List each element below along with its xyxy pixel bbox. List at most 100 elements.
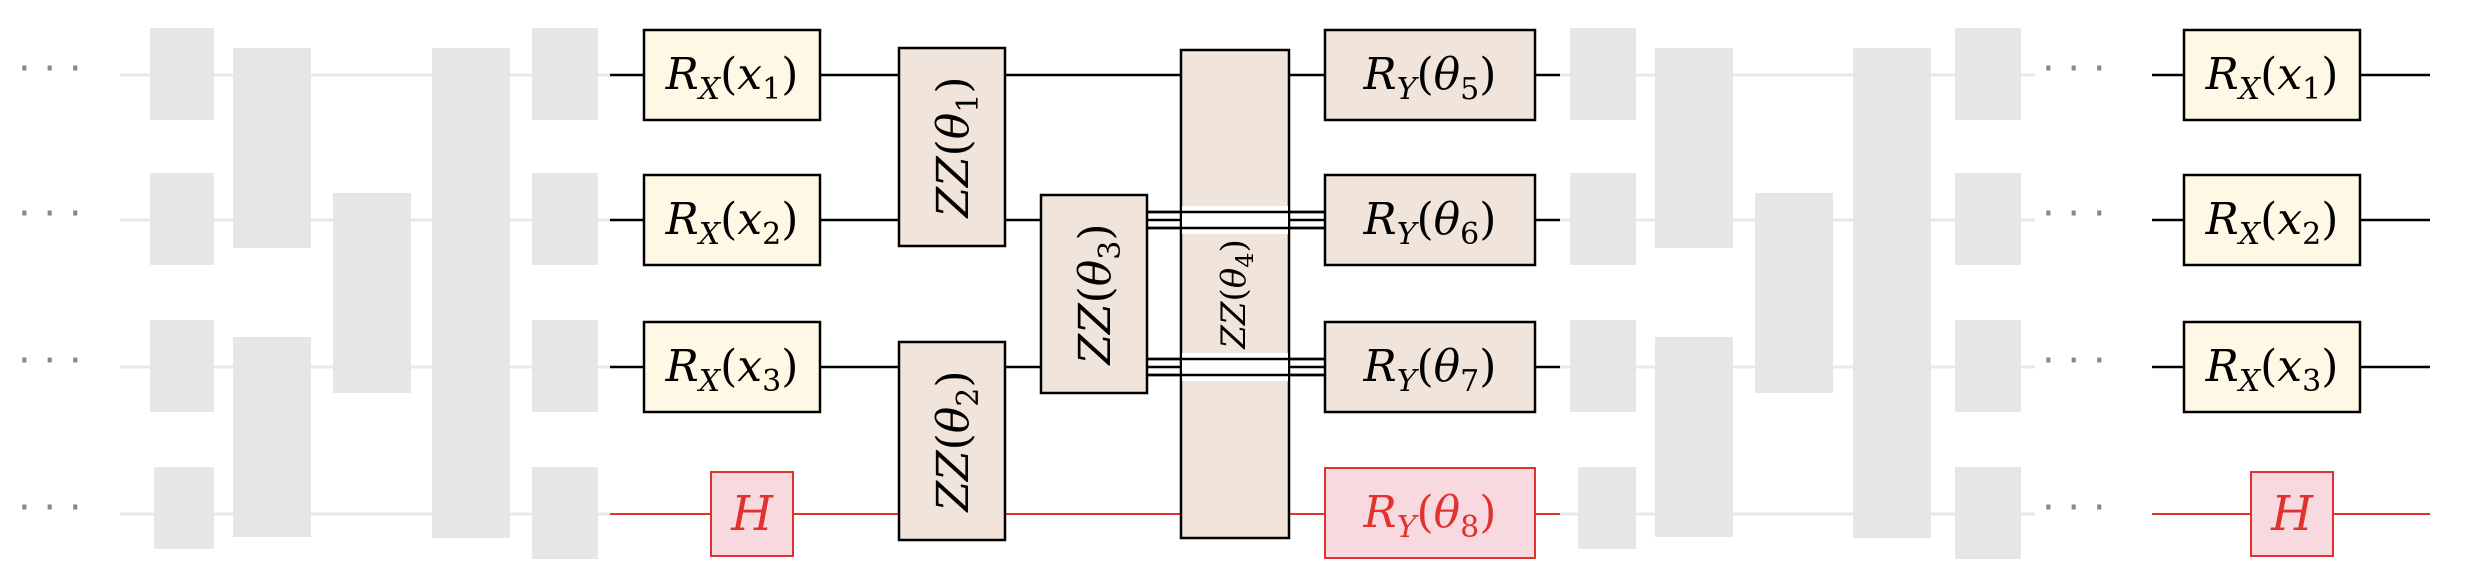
svg-text:ZZ(θ4): ZZ(θ4) [1214,239,1259,350]
ry-gate-7: RY(θ7) [1323,320,1537,414]
ellipsis: · · · [18,338,82,384]
ellipsis: · · · [18,46,82,92]
svg-text:RX(x3): RX(x3) [2205,341,2339,399]
gate-idx: 3 [762,364,781,399]
gate-base: R [665,341,699,392]
svg-text:RY(θ6): RY(θ6) [1363,194,1497,252]
svg-text:RY(θ7): RY(θ7) [1363,341,1497,399]
zz-gate-box [1179,48,1291,540]
gate-sub: X [697,364,722,399]
faded-gate [150,320,214,412]
faded-gate [1853,48,1931,538]
gate-arg: x [737,194,762,245]
faded-gate [1955,467,2021,559]
ellipsis: · · · [2042,46,2106,92]
encoding-gate-box [642,320,822,414]
hadamard-gate-label: H [2270,486,2314,542]
encoding-gate-box [642,28,822,122]
encoding-gate-right-3: RX(x3) [2182,320,2362,414]
svg-text:ZZ(θ1): ZZ(θ1) [928,76,986,219]
gate-arg: x [737,341,762,392]
gate-idx: 2 [762,217,781,252]
gate-base: R [665,49,699,100]
encoding-gate-right-1: RX(x1) [2182,28,2362,122]
faded-gate [532,173,598,265]
svg-text:RY(θ8): RY(θ8) [1363,487,1497,545]
svg-text:ZZ(θ2): ZZ(θ2) [928,370,986,513]
gate-idx: 1 [762,72,781,107]
ry-gate-box [1323,320,1537,414]
faded-layer-left [150,28,598,559]
ellipsis: · · · [18,485,82,531]
ry-gate-box [1324,467,1536,559]
gate-paren: ) [781,194,798,245]
zz-arg: θ [1214,268,1254,288]
zz-arg: θ [928,407,979,434]
encoding-gate-right-2: RX(x2) [2182,173,2362,267]
faded-gate [1570,28,1636,120]
ry-gate-8-red: RY(θ8) [1324,467,1536,559]
zz-gate-2: ZZ(θ2) [897,340,1007,542]
hadamard-gate-label: H [730,486,774,542]
faded-gate [532,320,598,412]
svg-text:RX(x1): RX(x1) [665,49,799,107]
faded-gate [150,28,214,120]
hadamard-gate-box [710,471,794,557]
gate-paren: ) [781,341,798,392]
wire-gap [1182,353,1288,381]
faded-gate [1955,173,2021,265]
svg-text:RY(θ5): RY(θ5) [1363,49,1497,107]
zz-idx: 3 [1093,241,1128,260]
faded-gate [432,48,510,538]
zz-gate-1: ZZ(θ1) [897,46,1007,248]
zz-gate-3: ZZ(θ3) [1039,193,1149,395]
gate-sub: X [697,217,722,252]
faded-gate [233,337,311,537]
ry-gate-6: RY(θ6) [1323,173,1537,267]
ellipsis: · · · [18,191,82,237]
faded-gate [1655,337,1733,537]
gate-paren: ( [720,49,737,100]
zz-arg: θ [928,113,979,140]
faded-gate [1655,48,1733,248]
zz-label: ZZ [928,449,979,514]
ellipsis: · · · [2042,485,2106,531]
faded-gate [1570,173,1636,265]
zz-arg: θ [1070,260,1121,287]
zz-gate-4: ZZ(θ4) [1148,48,1325,540]
hadamard-gate-right: H [2250,471,2334,557]
ellipsis: · · · [2042,338,2106,384]
faded-gate [1755,193,1833,393]
ellipsis-right: · · · · · · · · · · · · [2042,46,2106,531]
zz-gate-box [897,340,1007,542]
encoding-gate-2: RX(x2) [642,173,822,267]
faded-gate [1570,320,1636,412]
zz-idx: 2 [951,388,986,407]
svg-text:RX(x2): RX(x2) [665,194,799,252]
zz-gate-box [1039,193,1149,395]
zz-label: ZZ [1214,300,1254,350]
faded-gate [154,467,214,549]
faded-gate [532,467,598,559]
ellipsis: · · · [2042,191,2106,237]
ellipsis-left: · · · · · · · · · · · · [18,46,82,531]
svg-text:RX(x2): RX(x2) [2205,194,2339,252]
svg-text:ZZ(θ3): ZZ(θ3) [1070,223,1128,366]
encoding-gate-box [642,173,822,267]
ry-gate-box [1323,173,1537,267]
ry-gate-box [1323,28,1537,122]
faded-gate [1955,320,2021,412]
faded-gate [333,193,411,393]
gate-arg: x [737,49,762,100]
faded-gate [150,173,214,265]
svg-text:RX(x3): RX(x3) [665,341,799,399]
ry-gate-5: RY(θ5) [1323,28,1537,122]
faded-gate [532,28,598,120]
gate-sub: X [697,72,722,107]
faded-gate [1955,28,2021,120]
hadamard-gate: H [710,471,794,557]
gate-paren: ( [720,194,737,245]
gate-paren: ( [720,341,737,392]
zz-gate-box [897,46,1007,248]
